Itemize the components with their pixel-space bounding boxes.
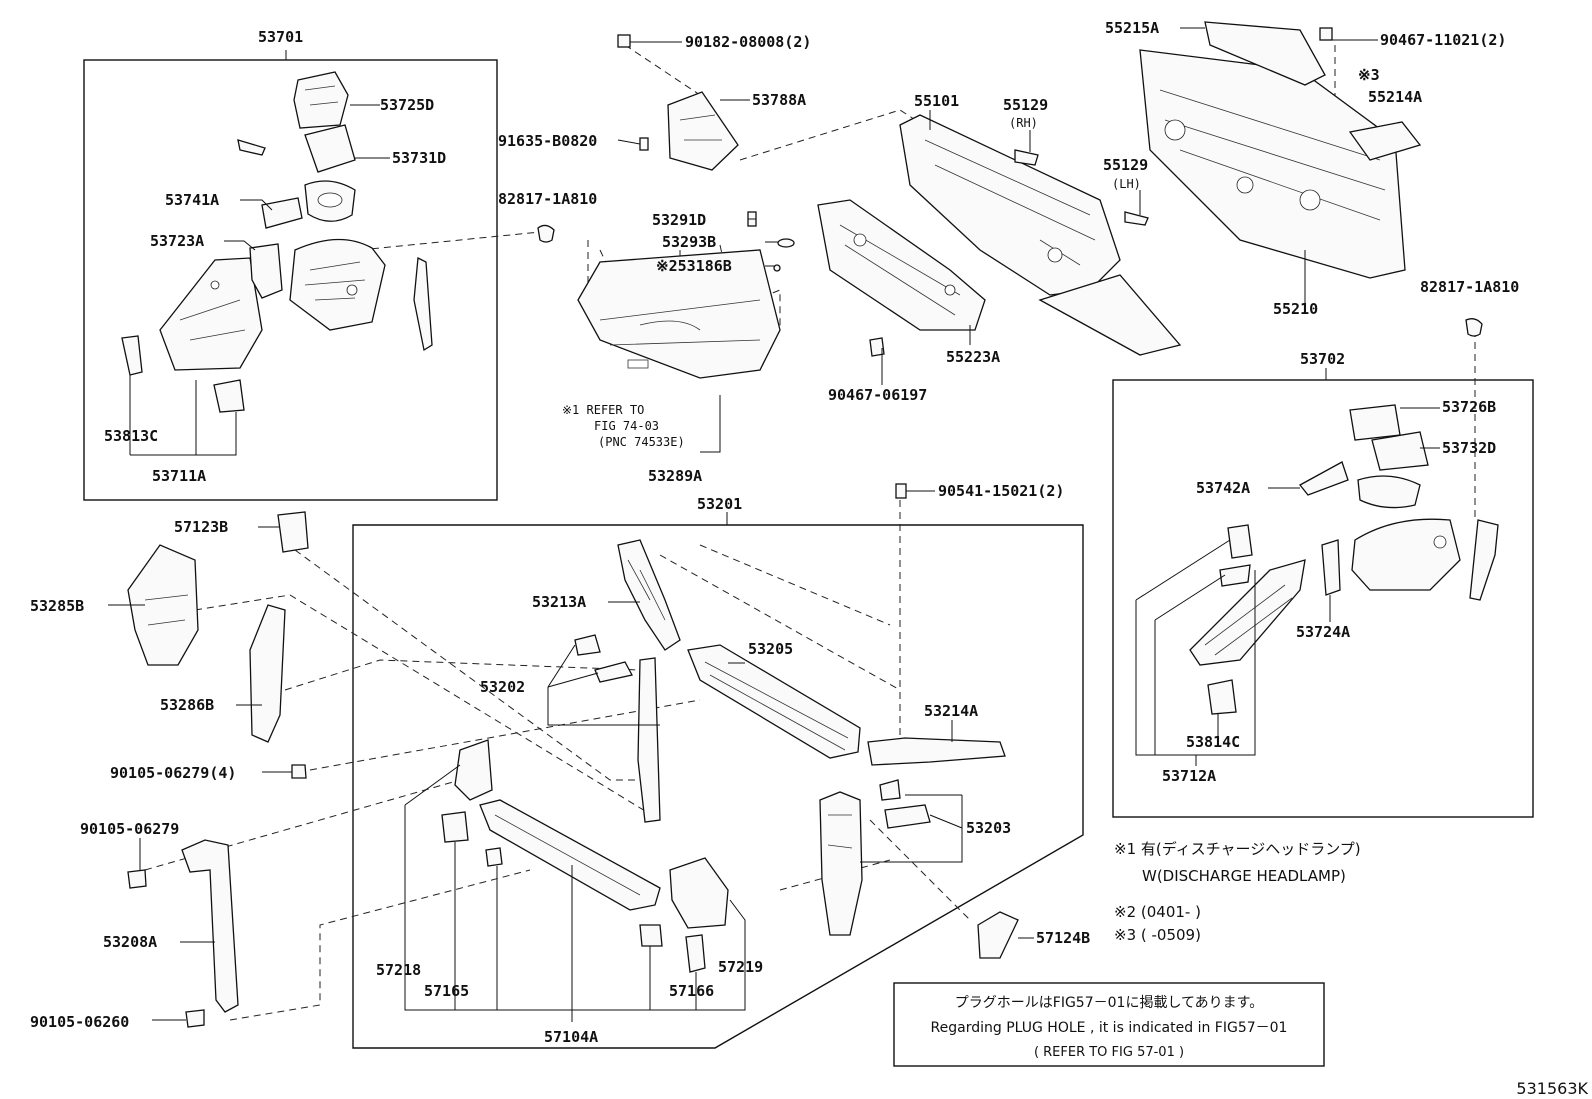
refer-note-line1: ※1 REFER TO xyxy=(562,403,644,417)
refer-note: ※1 REFER TO FIG 74-03 (PNC 74533E) xyxy=(562,403,685,449)
label-53725D[interactable]: 53725D xyxy=(380,96,434,114)
group-box-53201 xyxy=(352,524,1084,1049)
label-90467-06197[interactable]: 90467-06197 xyxy=(828,386,927,404)
footnote-1b: W(DISCHARGE HEADLAMP) xyxy=(1142,867,1346,885)
footnote-2: ※2 (0401- ) xyxy=(1114,903,1201,921)
label-82817-1A810-center[interactable]: 82817-1A810 xyxy=(498,190,597,208)
info-box xyxy=(893,982,1325,1067)
label-90105-06260[interactable]: 90105-06260 xyxy=(30,1013,129,1031)
label-53205[interactable]: 53205 xyxy=(748,640,793,658)
label-53724A[interactable]: 53724A xyxy=(1296,623,1350,641)
label-53732D[interactable]: 53732D xyxy=(1442,439,1496,457)
footnote-3: ※3 ( -0509) xyxy=(1114,926,1201,944)
label-53285B[interactable]: 53285B xyxy=(30,597,84,615)
label-55129-lh[interactable]: 55129 xyxy=(1103,156,1148,174)
label-55101[interactable]: 55101 xyxy=(914,92,959,110)
part-labels: 53701 53725D 53731D 53741A 53723A 53813C… xyxy=(30,19,1519,1046)
footnotes: ※1 有(ディスチャージヘッドランプ) W(DISCHARGE HEADLAMP… xyxy=(1114,840,1361,944)
diagram-id: 531563K xyxy=(1516,1079,1588,1098)
label-53202[interactable]: 53202 xyxy=(480,678,525,696)
label-57104A[interactable]: 57104A xyxy=(544,1028,598,1046)
label-53291D[interactable]: 53291D xyxy=(652,211,706,229)
label-90541-15021[interactable]: 90541-15021(2) xyxy=(938,482,1064,500)
footnote-1a: ※1 有(ディスチャージヘッドランプ) xyxy=(1114,840,1361,858)
leader-lines xyxy=(108,27,1440,1022)
label-53208A[interactable]: 53208A xyxy=(103,933,157,951)
info-line-refer: ( REFER TO FIG 57-01 ) xyxy=(1034,1045,1184,1060)
label-53289A[interactable]: 53289A xyxy=(648,467,702,485)
label-53813C[interactable]: 53813C xyxy=(104,427,158,445)
group-box-53702 xyxy=(1112,379,1534,818)
label-55214A[interactable]: 55214A xyxy=(1368,88,1422,106)
label-lh: (LH) xyxy=(1112,177,1141,191)
label-57165[interactable]: 57165 xyxy=(424,982,469,1000)
label-90105-06279-4[interactable]: 90105-06279(4) xyxy=(110,764,236,782)
label-53711A[interactable]: 53711A xyxy=(152,467,206,485)
info-box-text: プラグホールはFIG57－01に掲載してあります。 Regarding PLUG… xyxy=(931,995,1288,1060)
label-82817-1A810-right[interactable]: 82817-1A810 xyxy=(1420,278,1519,296)
info-line-jp: プラグホールはFIG57－01に掲載してあります。 xyxy=(955,995,1263,1011)
part-shapes xyxy=(121,21,1499,1028)
label-53731D[interactable]: 53731D xyxy=(392,149,446,167)
info-line-en: Regarding PLUG HOLE , it is indicated in… xyxy=(931,1020,1288,1036)
label-55210[interactable]: 55210 xyxy=(1273,300,1318,318)
label-53788A[interactable]: 53788A xyxy=(752,91,806,109)
label-53201[interactable]: 53201 xyxy=(697,495,742,513)
label-91635-B0820[interactable]: 91635-B0820 xyxy=(498,132,597,150)
label-53712A[interactable]: 53712A xyxy=(1162,767,1216,785)
label-53723A[interactable]: 53723A xyxy=(150,232,204,250)
label-53726B[interactable]: 53726B xyxy=(1442,398,1496,416)
label-53293B[interactable]: 53293B xyxy=(662,233,716,251)
label-53741A[interactable]: 53741A xyxy=(165,191,219,209)
label-57166[interactable]: 57166 xyxy=(669,982,714,1000)
label-53213A[interactable]: 53213A xyxy=(532,593,586,611)
label-53814C[interactable]: 53814C xyxy=(1186,733,1240,751)
label-53702[interactable]: 53702 xyxy=(1300,350,1345,368)
label-90182-08008[interactable]: 90182-08008(2) xyxy=(685,33,811,51)
refer-note-line3: (PNC 74533E) xyxy=(598,435,685,449)
label-53286B[interactable]: 53286B xyxy=(160,696,214,714)
label-55215A[interactable]: 55215A xyxy=(1105,19,1159,37)
group-box-53701 xyxy=(83,59,498,501)
label-53186B[interactable]: ※253186B xyxy=(656,257,732,275)
refer-note-line2: FIG 74-03 xyxy=(594,419,659,433)
label-57218[interactable]: 57218 xyxy=(376,961,421,979)
label-rh: (RH) xyxy=(1009,116,1038,130)
label-57124B[interactable]: 57124B xyxy=(1036,929,1090,947)
label-55223A[interactable]: 55223A xyxy=(946,348,1000,366)
label-53214A[interactable]: 53214A xyxy=(924,702,978,720)
label-57123B[interactable]: 57123B xyxy=(174,518,228,536)
label-55129-rh[interactable]: 55129 xyxy=(1003,96,1048,114)
label-mark3: ※3 xyxy=(1358,66,1380,84)
label-57219[interactable]: 57219 xyxy=(718,958,763,976)
label-53203[interactable]: 53203 xyxy=(966,819,1011,837)
label-90105-06279[interactable]: 90105-06279 xyxy=(80,820,179,838)
label-53701[interactable]: 53701 xyxy=(258,28,303,46)
label-90467-11021[interactable]: 90467-11021(2) xyxy=(1380,31,1506,49)
label-53742A[interactable]: 53742A xyxy=(1196,479,1250,497)
